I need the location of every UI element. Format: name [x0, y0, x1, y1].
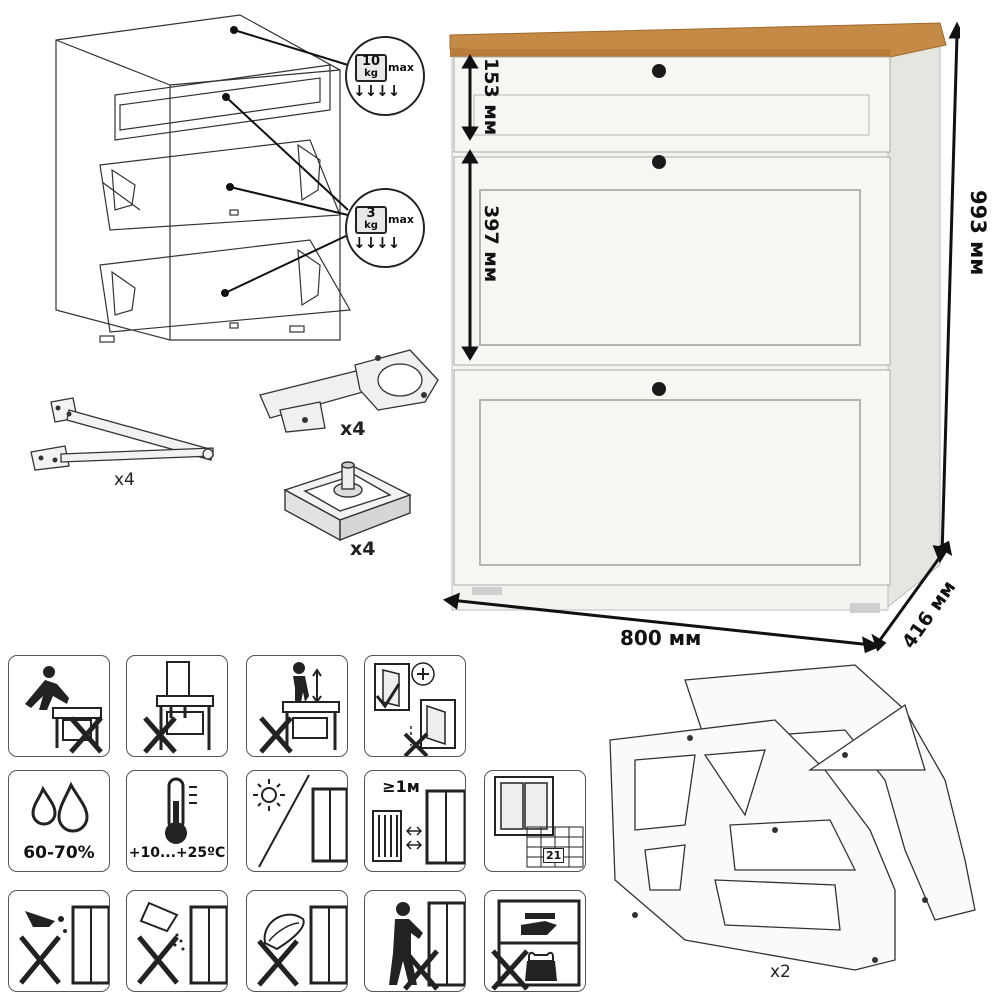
down-arrows-icon: ↓↓↓↓ [353, 234, 400, 252]
temperature-label: +10...+25ºC [128, 845, 226, 861]
lid-stay-part [25, 390, 225, 480]
no-wet-cleaning-icon [246, 890, 348, 992]
drawer-knob-middle [652, 155, 666, 169]
max-load-3kg-badge: 3 kg max ↓↓↓↓ [345, 188, 425, 268]
stay-quantity: x4 [114, 470, 135, 490]
no-direct-sunlight-icon [246, 770, 348, 872]
temperature-icon: +10...+25ºC [126, 770, 228, 872]
foot-quantity: x4 [350, 538, 376, 560]
no-heavy-objects-icon [484, 890, 586, 992]
adjustable-foot-part [280, 455, 420, 545]
no-abrasives-icon [126, 890, 228, 992]
cabinet-render [440, 15, 966, 655]
no-liquids-icon [8, 890, 110, 992]
max-label: max [388, 213, 414, 226]
calendar-day-label: 21 [543, 848, 565, 863]
max-label: max [388, 61, 414, 74]
hinge-part [250, 340, 450, 440]
hinge-quantity: x4 [340, 418, 366, 440]
cabinet-line-drawing [40, 10, 360, 350]
no-climbing-icon [246, 655, 348, 757]
dim-middle-drawer-height: 397 мм [480, 205, 502, 283]
ventilate-room-icon: 21 [484, 770, 586, 872]
weight-icon: 3 kg [355, 206, 387, 234]
max-load-10kg-badge: 10 kg max ↓↓↓↓ [345, 36, 425, 116]
humidity-label: 60-70% [23, 843, 95, 863]
no-tilting-icon [364, 890, 466, 992]
distance-label: ≥1м [382, 777, 420, 796]
wall-fixing-required-icon [364, 655, 466, 757]
keep-distance-from-heater-icon: ≥1м [364, 770, 466, 872]
dim-total-height: 993 мм [966, 190, 990, 276]
drawer-knob-top [652, 64, 666, 78]
dim-width: 800 мм [620, 626, 702, 650]
humidity-icon: 60-70% [8, 770, 110, 872]
no-sitting-on-cabinet-icon [126, 655, 228, 757]
down-arrows-icon: ↓↓↓↓ [353, 82, 400, 100]
flap-mechanism-part [605, 660, 995, 980]
no-standing-on-cabinet-icon [8, 655, 110, 757]
mechanism-quantity: x2 [770, 962, 791, 982]
weight-icon: 10 kg [355, 54, 387, 82]
dim-top-drawer-height: 153 мм [480, 58, 502, 136]
drawer-knob-bottom [652, 382, 666, 396]
